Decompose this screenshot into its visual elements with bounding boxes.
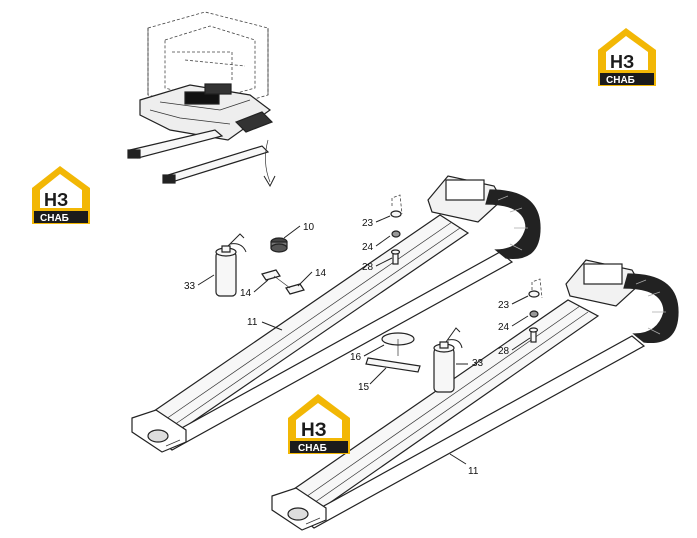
callout-11-upper: 11 xyxy=(247,317,258,328)
fastener-group-lower xyxy=(528,290,540,343)
fire-extinguisher-lower xyxy=(433,327,463,393)
bracket-part-14 xyxy=(261,269,305,295)
callout-24-lower: 24 xyxy=(498,322,510,333)
logo-letters: НЗ xyxy=(301,420,327,441)
callout-14-left: 14 xyxy=(240,288,252,299)
callout-16: 16 xyxy=(350,352,362,363)
callout-28-upper: 28 xyxy=(362,262,374,273)
callout-10: 10 xyxy=(303,222,315,233)
callout-labels: 10 14 14 33 11 23 24 28 23 24 28 16 15 3… xyxy=(184,218,510,477)
fire-extinguisher-upper xyxy=(215,233,247,297)
callout-28-lower: 28 xyxy=(498,346,510,357)
cable-chain-upper xyxy=(131,175,541,453)
watermark-logo-center: НЗ СНАБ xyxy=(288,394,350,454)
callout-33-lower: 33 xyxy=(472,358,484,369)
callout-11-lower: 11 xyxy=(468,466,479,477)
disc-part-16 xyxy=(381,332,415,356)
logo-word: СНАБ xyxy=(606,75,635,86)
cable-chain-lower xyxy=(271,259,679,531)
fastener-group-upper xyxy=(390,210,402,265)
logo-word: СНАБ xyxy=(298,443,327,454)
callout-24-upper: 24 xyxy=(362,242,374,253)
callout-23-lower: 23 xyxy=(498,300,510,311)
callout-23-upper: 23 xyxy=(362,218,374,229)
logo-letters: НЗ xyxy=(44,190,68,210)
watermark-logo-top-right: НЗ СНАБ xyxy=(598,28,656,86)
mount-part-10 xyxy=(270,237,288,253)
machine-overview-drawing xyxy=(127,11,276,188)
callout-33-upper: 33 xyxy=(184,281,196,292)
watermark-logo-left: НЗ СНАБ xyxy=(32,166,90,224)
callout-14-right: 14 xyxy=(315,268,327,279)
leader-lines xyxy=(197,215,531,465)
callout-15: 15 xyxy=(358,382,370,393)
rod-part-15 xyxy=(365,357,421,373)
logo-letters: НЗ xyxy=(610,52,634,72)
logo-word: СНАБ xyxy=(40,213,69,224)
